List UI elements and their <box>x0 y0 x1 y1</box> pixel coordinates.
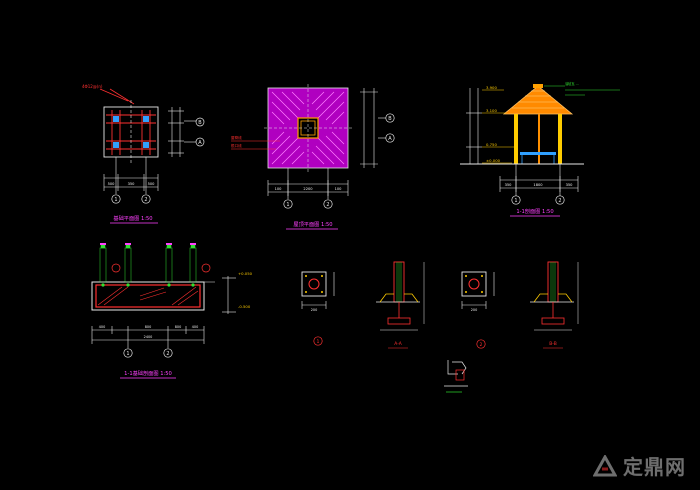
plan-dim-2: 350 <box>128 182 136 186</box>
plan-rebar-grid <box>106 110 156 155</box>
roof-note-1: 屋脊线 <box>231 135 242 140</box>
section-b-b: B-B <box>530 261 579 349</box>
roof-grid-B: B <box>388 116 392 122</box>
connection-detail <box>444 360 468 393</box>
fs-dim-1: 400 <box>99 325 105 329</box>
roof-grid-A: A <box>388 136 392 142</box>
section-a-label: A-A <box>394 341 401 347</box>
roof-note-2: 檐口线 <box>231 143 242 148</box>
fs-level-bottom: -0.500 <box>238 304 251 309</box>
level-top: 3.900 <box>486 85 497 90</box>
plan-dim-1: 500 <box>108 182 116 186</box>
level-eave: 3.100 <box>486 108 497 113</box>
roof-dim-3: 100 <box>335 187 343 191</box>
grid-bubble-A <box>195 137 205 147</box>
roof-grid-2: 2 <box>326 202 329 208</box>
grid-label-2: 2 <box>144 197 147 203</box>
elev-dim-2: 1800 <box>533 183 543 187</box>
foundation-plan-drawing: 4Φ12@(n) B A 500 350 <box>82 84 205 224</box>
section-b-label: B-B <box>549 341 556 347</box>
elev-grid-1: 1 <box>514 198 517 204</box>
pavilion-roof <box>502 85 574 115</box>
plan-dim-3: 500 <box>148 182 156 186</box>
roof-plan-drawing: 屋脊线 檐口线 B A 100 2200 100 1 2 屋顶平面图 1:50 <box>231 84 395 230</box>
elev-grid-2: 2 <box>558 198 561 204</box>
elev-dim-1: 350 <box>505 183 513 187</box>
foundation-section-drawing: +0.050 -0.500 400 800 800 400 2400 1 2 1… <box>91 243 253 379</box>
roof-material-note: 油毡瓦 ... <box>565 81 579 86</box>
plan-rebar-note: 4Φ12@(n) <box>82 84 103 89</box>
level-ground: ±0.000 <box>486 158 501 163</box>
fs-grid-1: 1 <box>126 351 129 357</box>
roof-center-opening <box>297 117 319 139</box>
plan-title: 基础平面图 1:50 <box>113 214 152 222</box>
column-right <box>558 114 562 164</box>
watermark: 定鼎网 <box>593 451 686 480</box>
watermark-logo-icon <box>593 454 617 476</box>
roof-dim-1: 100 <box>275 187 283 191</box>
fs-dim-total: 2400 <box>144 335 153 339</box>
footing-rebar <box>95 284 201 308</box>
fs-grid-2: 2 <box>166 351 169 357</box>
detail2-dim: 200 <box>471 308 477 312</box>
grid-label-B: B <box>198 120 202 126</box>
footing-outline <box>91 281 205 311</box>
roof-ridge <box>533 84 543 88</box>
column-left <box>514 114 518 164</box>
grid-label-1: 1 <box>114 197 117 203</box>
fs-dim-2: 800 <box>145 325 151 329</box>
grid-label-A: A <box>198 140 202 146</box>
roof-dim-2: 2200 <box>303 187 313 191</box>
detail2-tag: 2 <box>480 342 483 348</box>
level-bench: 0.750 <box>486 142 497 147</box>
column-detail-2: 200 2 <box>461 271 495 349</box>
detail2-column-box <box>461 271 487 297</box>
elev-title: 1-1剖面图 1:50 <box>516 207 553 215</box>
detail1-dim: 200 <box>311 308 317 312</box>
fs-dim-4: 400 <box>192 325 198 329</box>
roof-grid-1: 1 <box>286 202 289 208</box>
column-detail-1: 200 1 <box>301 271 335 346</box>
watermark-text: 定鼎网 <box>623 455 686 479</box>
detail1-column-box <box>301 271 327 297</box>
section-a-a: A-A <box>376 261 425 349</box>
grid-bubble-B <box>195 117 205 127</box>
roof-title: 屋顶平面图 1:50 <box>293 221 332 228</box>
detail1-tag: 1 <box>317 339 320 345</box>
fs-dim-3: 800 <box>175 325 181 329</box>
elev-dim-3: 350 <box>566 183 574 187</box>
bench <box>520 152 556 155</box>
pavilion-section-drawing: 油毡瓦 ... 3.900 3.100 0.750 ±0.000 350 180… <box>460 81 620 217</box>
fs-title: 1-1基础剖面图 1:50 <box>124 369 172 377</box>
fs-level-top: +0.050 <box>238 271 253 276</box>
